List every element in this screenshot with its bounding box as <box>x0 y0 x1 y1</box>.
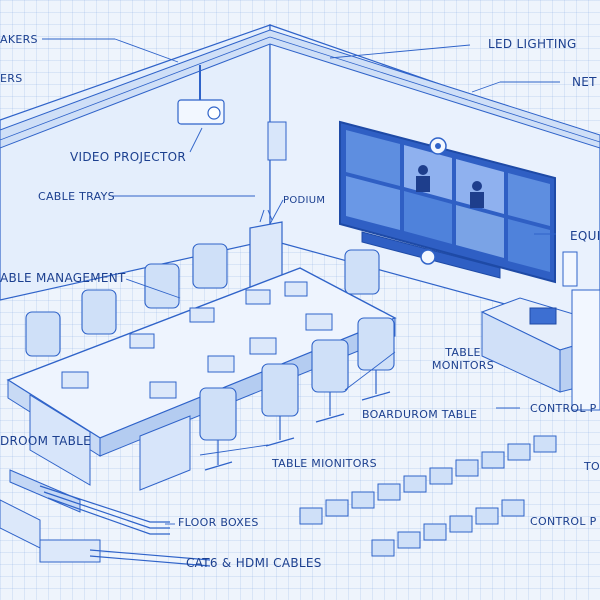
label-led-lighting: LED LIGHTING <box>488 37 577 51</box>
label-speakers: AKERS <box>0 33 38 46</box>
presenter-figure <box>418 165 428 175</box>
label-cable-trays: CABLE TRAYS <box>38 190 115 203</box>
label-speakers-2: ERS <box>0 72 23 85</box>
video-wall-screen-7 <box>456 205 504 258</box>
video-wall-screen-1 <box>346 130 400 186</box>
callout-leaders <box>42 38 560 525</box>
video-wall-screen-4 <box>508 173 550 226</box>
wall-panel <box>267 121 287 161</box>
floor-box <box>39 539 101 563</box>
ceiling-line <box>269 36 600 143</box>
video-wall-screen-5 <box>346 176 400 230</box>
right-equipment-rack <box>571 289 600 411</box>
label-cable-management: ABLE MANAGEMENT <box>0 271 126 285</box>
audience-seating <box>299 435 557 557</box>
label-boardroom-table-left: DROOM TABLE <box>0 434 92 448</box>
podium-handle <box>267 209 273 221</box>
label-to: TO <box>584 460 600 473</box>
floor-box <box>0 499 41 549</box>
label-video-projector: VIDEO PROJECTOR <box>70 150 186 164</box>
floor-conduit <box>9 469 81 513</box>
ptz-camera-lens <box>435 143 441 149</box>
ceiling-line <box>0 36 271 141</box>
presenter-figure <box>416 176 430 192</box>
projector-lens <box>207 106 221 120</box>
label-cables: CAT6 & HDMI CABLES <box>186 556 322 570</box>
label-network: NET <box>572 75 597 89</box>
presenter-figure <box>470 192 484 208</box>
label-boardroom-table-right: BOARDUROM TABLE <box>362 408 478 421</box>
ceiling-cable-tray <box>0 29 600 149</box>
label-table-monitors-bottom: TABLE MIONITORS <box>272 457 377 470</box>
label-floor-boxes: FLOOR BOXES <box>178 516 259 529</box>
cat6-hdmi-cables <box>39 485 211 567</box>
label-table-monitors-right: TABLE MONITORS <box>432 346 495 372</box>
table-base <box>29 394 91 486</box>
cabinet-monitor <box>529 307 557 325</box>
label-control-panel-1: CONTROL P <box>530 402 597 415</box>
chairs-back-row <box>25 243 380 357</box>
label-control-panel-2: CONTROL P <box>530 515 597 528</box>
wall-equipment-box <box>562 251 578 287</box>
video-wall-screen-6 <box>404 191 452 244</box>
table-monitors <box>61 281 333 399</box>
under-display-camera <box>420 249 436 265</box>
label-podium: PODIUM <box>283 195 326 206</box>
video-wall-screen-8 <box>508 219 550 272</box>
chair-bases <box>204 370 391 471</box>
podium-handle <box>259 209 265 223</box>
presenter-figure <box>472 181 482 191</box>
table-base <box>139 415 191 491</box>
label-equipment: EQUI <box>570 229 600 243</box>
